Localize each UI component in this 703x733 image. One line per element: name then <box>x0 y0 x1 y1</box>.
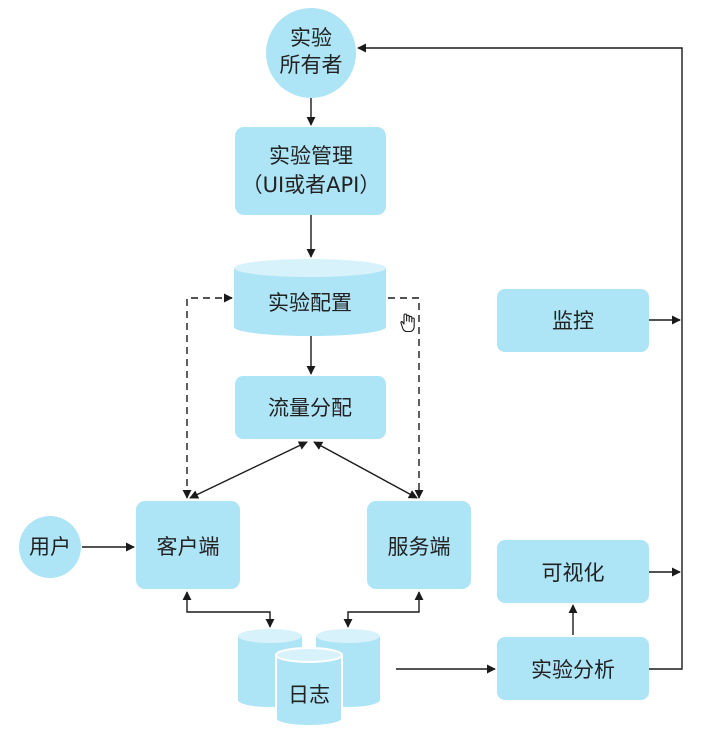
owner-label-line1: 实验 <box>290 26 332 50</box>
client-label: 客户端 <box>157 535 220 559</box>
logs-label: 日志 <box>288 683 330 707</box>
node-client[interactable]: 客户端 <box>136 501 240 589</box>
management-label-line2: （UI或者API） <box>242 173 381 197</box>
node-traffic-allocation[interactable]: 流量分配 <box>235 376 386 439</box>
node-experiment-management[interactable]: 实验管理 （UI或者API） <box>235 127 386 215</box>
node-monitoring[interactable]: 监控 <box>497 289 649 352</box>
config-label: 实验配置 <box>268 291 352 315</box>
edge-config-server-dashed <box>388 297 424 499</box>
owner-label-line2: 所有者 <box>280 53 343 77</box>
node-server[interactable]: 服务端 <box>367 501 471 589</box>
log-cylinder-front: 日志 <box>275 647 343 727</box>
edge-analysis-to-feedback-line <box>357 43 683 670</box>
node-experiment-owner[interactable]: 实验 所有者 <box>266 8 356 98</box>
analysis-label: 实验分析 <box>531 658 615 682</box>
user-label: 用户 <box>29 535 71 559</box>
hand-cursor-icon <box>400 313 415 333</box>
node-experiment-config[interactable]: 实验配置 <box>234 259 386 336</box>
edge-traffic-client <box>189 441 308 499</box>
node-visualization[interactable]: 可视化 <box>497 540 649 603</box>
node-logs[interactable]: 日志 <box>238 629 380 727</box>
management-label-line1: 实验管理 <box>269 144 353 168</box>
node-user[interactable]: 用户 <box>19 516 81 578</box>
edge-server-logs <box>343 591 424 628</box>
edge-client-logs <box>182 591 275 628</box>
server-label: 服务端 <box>388 535 451 559</box>
node-experiment-analysis[interactable]: 实验分析 <box>497 637 649 700</box>
edge-traffic-server <box>313 441 418 499</box>
traffic-label: 流量分配 <box>268 396 352 420</box>
edge-client-config-dashed <box>182 293 233 499</box>
visualize-label: 可视化 <box>542 561 605 585</box>
monitor-label: 监控 <box>552 309 594 333</box>
